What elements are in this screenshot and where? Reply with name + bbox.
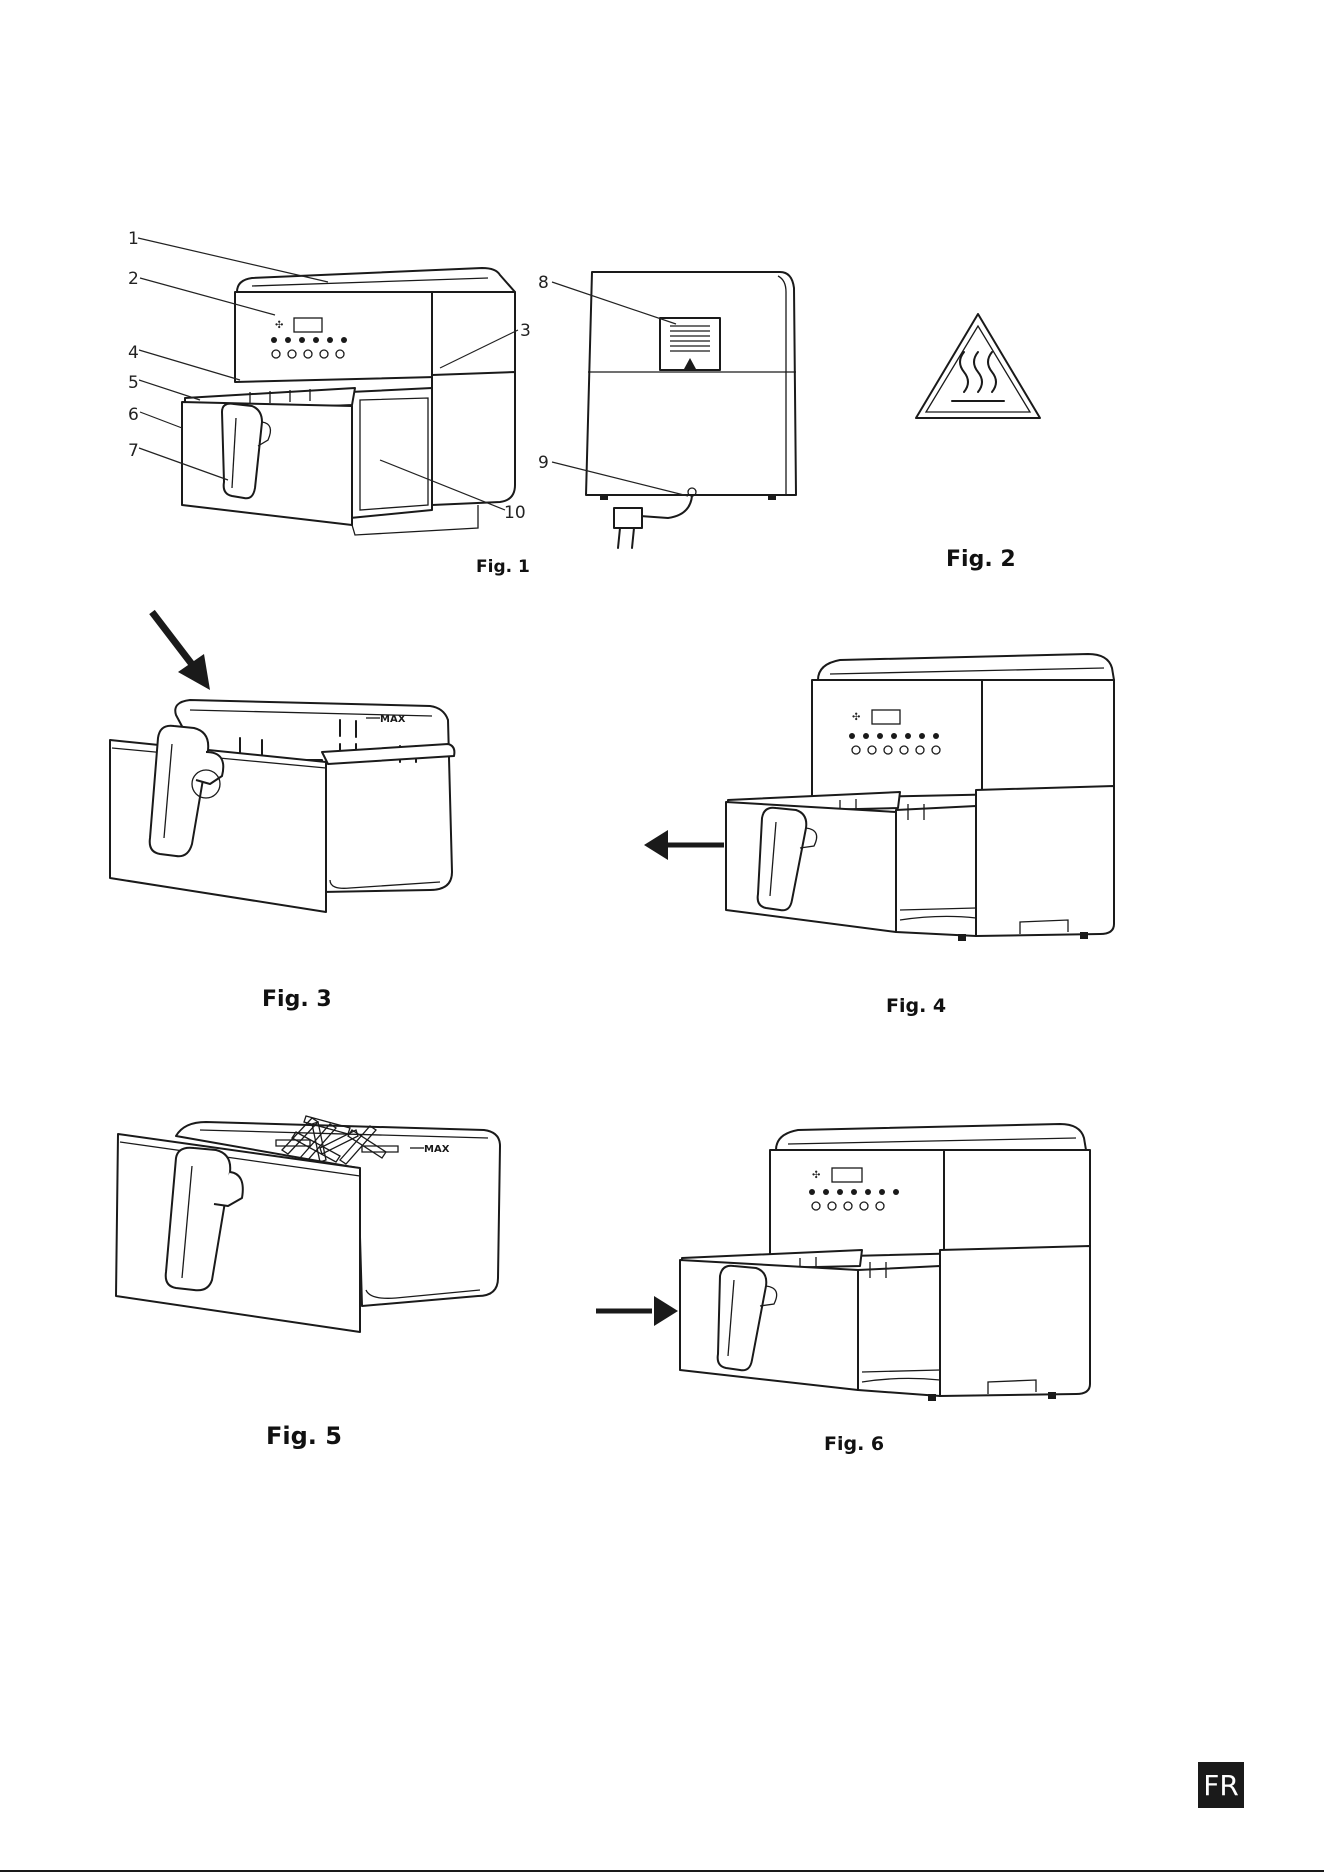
callout-5: 5 bbox=[128, 373, 139, 393]
fig4-pull-out-drawer: ✣ bbox=[644, 654, 1114, 941]
callout-4: 4 bbox=[128, 343, 139, 363]
svg-text:✣: ✣ bbox=[275, 320, 283, 331]
callout-2: 2 bbox=[128, 269, 139, 289]
callout-7: 7 bbox=[128, 441, 139, 461]
caption-fig-3: Fig. 3 bbox=[262, 987, 332, 1012]
svg-text:✣: ✣ bbox=[812, 1170, 820, 1181]
caption-fig-1: Fig. 1 bbox=[476, 557, 530, 577]
callout-9: 9 bbox=[538, 453, 549, 473]
svg-text:✣: ✣ bbox=[852, 712, 860, 723]
fig3-insert-basket: MAX bbox=[110, 612, 454, 912]
callout-8: 8 bbox=[538, 273, 549, 293]
fig5-basket-with-fries: MAX bbox=[116, 1116, 500, 1332]
caption-fig-4: Fig. 4 bbox=[886, 995, 946, 1017]
hot-surface-warning-icon bbox=[916, 314, 1040, 418]
fig3-max-mark: MAX bbox=[380, 714, 406, 725]
callout-1: 1 bbox=[128, 229, 139, 249]
language-badge: FR bbox=[1198, 1762, 1244, 1808]
caption-fig-5: Fig. 5 bbox=[266, 1422, 342, 1450]
fig1-front-view: ✣ bbox=[138, 238, 518, 535]
callout-3: 3 bbox=[520, 321, 531, 341]
caption-fig-2: Fig. 2 bbox=[946, 547, 1016, 572]
fig6-push-in-drawer: ✣ bbox=[596, 1124, 1090, 1401]
caption-fig-6: Fig. 6 bbox=[824, 1433, 884, 1455]
fig5-max-mark: MAX bbox=[424, 1144, 450, 1155]
fig1-back-view bbox=[552, 272, 796, 548]
callout-10: 10 bbox=[504, 503, 526, 523]
callout-6: 6 bbox=[128, 405, 139, 425]
